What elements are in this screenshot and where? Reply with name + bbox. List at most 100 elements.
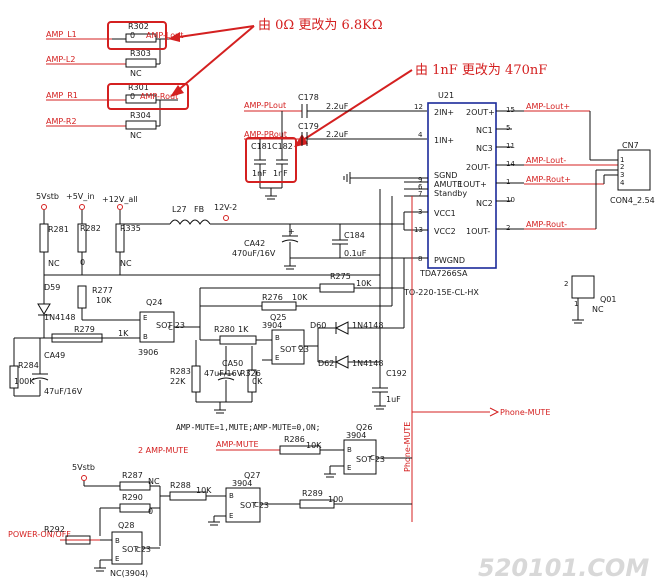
svg-text:15: 15 — [506, 106, 515, 114]
resistor-r280 — [219, 335, 257, 345]
highlight-box-r302 — [107, 21, 167, 50]
svg-text:1uF: 1uF — [386, 395, 401, 404]
diode-d62 — [334, 355, 349, 369]
svg-text:CA50: CA50 — [222, 359, 243, 368]
svg-text:C: C — [168, 324, 173, 332]
svg-text:D59: D59 — [44, 283, 60, 292]
change-annotations: 由 0Ω 更改为 6.8KΩ 由 1nF 更改为 470nF — [168, 18, 547, 147]
net-5vstb-2: 5Vstb — [72, 463, 95, 472]
svg-text:R275: R275 — [330, 272, 351, 281]
svg-text:E: E — [143, 314, 147, 322]
annotation-mid-text: 由 1nF 更改为 470nF — [415, 63, 547, 78]
svg-text:10K: 10K — [292, 293, 308, 302]
transistor-q01: Q01 NC 2 1 — [564, 275, 616, 324]
ic-pin-2outp: 2OUT+ — [466, 108, 495, 117]
r303-ref: R303 — [130, 49, 151, 58]
svg-text:R280: R280 — [214, 325, 235, 334]
svg-text:R279: R279 — [74, 325, 95, 334]
svg-text:2: 2 — [620, 163, 624, 171]
r304-ref: R304 — [130, 111, 151, 120]
svg-text:10K: 10K — [356, 279, 372, 288]
svg-text:B: B — [275, 334, 280, 342]
net-amp-plout-label: AMP-PLout — [244, 101, 286, 110]
net-amp-rout-p: AMP-Rout+ — [526, 175, 571, 184]
svg-text:C184: C184 — [344, 231, 365, 240]
svg-text:SOT 23: SOT 23 — [280, 345, 309, 354]
svg-text:11: 11 — [506, 142, 515, 150]
svg-text:0: 0 — [80, 258, 85, 267]
net-amp-mute-2: 2 AMP-MUTE — [138, 446, 188, 455]
amp-mute-stage: 2 AMP-MUTE AMP-MUTE R286 10K Q26 3904 SO… — [138, 423, 412, 478]
net-amp-r2-label: AMP-R2 — [46, 117, 77, 126]
svg-text:E: E — [275, 354, 279, 362]
ic-u21-body — [427, 102, 497, 269]
svg-text:3904: 3904 — [346, 431, 366, 440]
diode-network: D60 1N4148 D62 1N4148 C192 1uF — [310, 258, 407, 410]
svg-text:7: 7 — [418, 190, 422, 198]
svg-text:B: B — [143, 333, 148, 341]
transistor-q25 — [271, 329, 305, 365]
resistor-r287 — [119, 481, 151, 491]
svg-text:R290: R290 — [122, 493, 143, 502]
svg-text:10K: 10K — [196, 486, 212, 495]
svg-text:C: C — [136, 546, 141, 554]
c182-ref: C182 — [272, 142, 293, 151]
net-amp-lout-label: AMP-Lout — [146, 31, 183, 40]
svg-text:FB: FB — [194, 205, 204, 214]
svg-text:Q26: Q26 — [356, 423, 372, 432]
svg-text:+: + — [288, 227, 295, 236]
resistor-r292 — [65, 535, 91, 545]
delay-circuit: D59 1N4148 R279 1K Q24 SOT 23 3906 E B C… — [9, 283, 201, 397]
svg-text:L27: L27 — [172, 205, 187, 214]
output-section: AMP-Lout+ AMP-Lout- AMP-Rout+ AMP-Rout- … — [524, 102, 655, 230]
resistor-r279 — [51, 333, 103, 343]
svg-text:R335: R335 — [120, 224, 141, 233]
ic-u21: U21 TDA7266SA TO-220-15E-CL-HX 2IN+ 1IN+… — [403, 91, 524, 297]
svg-text:C: C — [298, 344, 303, 352]
resistor-r301 — [125, 94, 157, 104]
svg-text:100K: 100K — [14, 377, 35, 386]
net-amp-prout-label: AMP-PRout — [244, 130, 287, 139]
ic-pin-nc2: NC2 — [476, 199, 493, 208]
svg-text:470uF/16V: 470uF/16V — [232, 249, 276, 258]
svg-text:8: 8 — [418, 255, 422, 263]
svg-text:R281: R281 — [48, 225, 69, 234]
resistor-r275 — [319, 283, 355, 293]
svg-text:1: 1 — [506, 178, 510, 186]
r302-ref: R302 — [128, 22, 149, 31]
resistor-r290 — [119, 503, 151, 513]
transistor-q27 — [225, 487, 261, 523]
svg-text:SOT 23: SOT 23 — [240, 501, 269, 510]
svg-text:D62: D62 — [318, 359, 334, 368]
svg-text:10: 10 — [506, 196, 515, 204]
input-section: AMP_L1 R302 0 AMP-Lout AMP-L2 R303 NC AM… — [46, 21, 189, 140]
resistor-r303 — [125, 58, 157, 68]
svg-text:E: E — [347, 464, 351, 472]
svg-text:R286: R286 — [284, 435, 305, 444]
mute-note: AMP-MUTE=1,MUTE;AMP-MUTE=0,ON; — [176, 423, 321, 432]
svg-text:4: 4 — [620, 179, 625, 187]
highlight-box-r301 — [107, 83, 189, 110]
svg-text:0K: 0K — [252, 377, 263, 386]
svg-text:NC: NC — [48, 259, 60, 268]
net-12v-all: +12V_all — [102, 195, 138, 204]
svg-text:0: 0 — [148, 507, 153, 516]
svg-text:2: 2 — [506, 224, 510, 232]
svg-text:R292: R292 — [44, 525, 65, 534]
svg-text:Phone-MUTE: Phone-MUTE — [403, 422, 412, 472]
svg-text:D60: D60 — [310, 321, 326, 330]
svg-text:2: 2 — [564, 280, 568, 288]
svg-text:B: B — [115, 537, 120, 545]
svg-text:Q25: Q25 — [270, 313, 286, 322]
svg-text:SOT 23: SOT 23 — [156, 321, 185, 330]
connector-cn7 — [617, 149, 651, 191]
input-coupling: AMP-PLout C178 2.2uF 12 AMP-PRout C179 2… — [244, 93, 427, 200]
svg-text:SOT 23: SOT 23 — [122, 545, 151, 554]
svg-text:14: 14 — [506, 160, 515, 168]
resistor-r304 — [125, 120, 157, 130]
svg-text:E: E — [115, 555, 119, 563]
svg-text:R326: R326 — [240, 369, 261, 378]
svg-text:R287: R287 — [122, 471, 143, 480]
svg-text:1N4148: 1N4148 — [352, 359, 383, 368]
